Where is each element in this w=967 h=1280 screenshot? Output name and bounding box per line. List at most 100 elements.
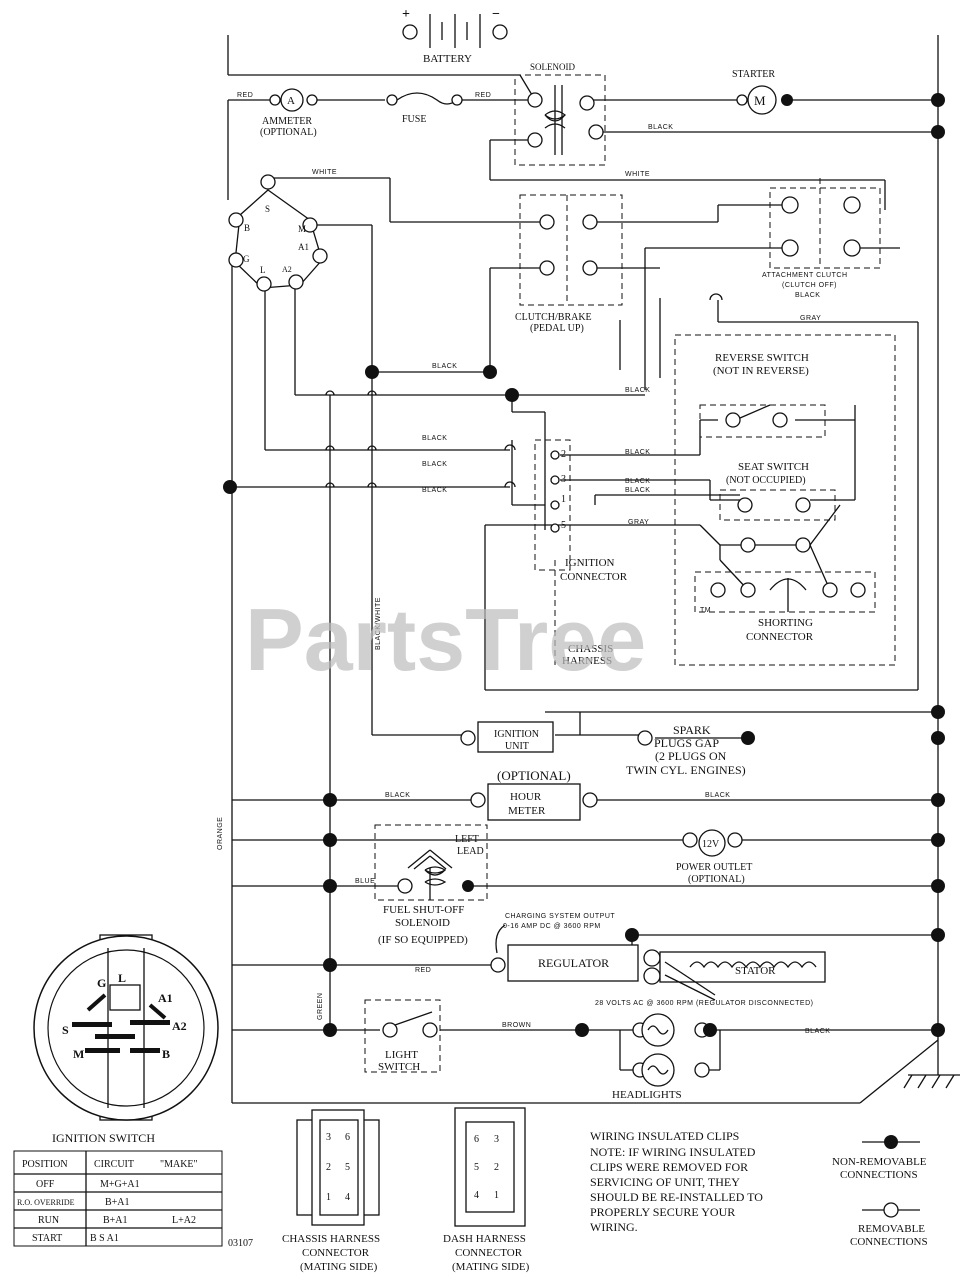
table-r2-pos: RUN bbox=[38, 1215, 59, 1226]
dash-connector-sublabel: CONNECTOR bbox=[455, 1247, 523, 1259]
legend-removable-sub: CONNECTIONS bbox=[850, 1236, 928, 1248]
dash-pin-2: 3 bbox=[494, 1134, 499, 1145]
conn-pin-2: 2 bbox=[561, 449, 566, 460]
shorting-connector: SHORTING CONNECTOR bbox=[694, 571, 876, 643]
dash-connector-label: DASH HARNESS bbox=[443, 1233, 526, 1245]
watermark-tm: TM bbox=[700, 607, 711, 614]
wire-red-3: RED bbox=[415, 967, 431, 974]
fuel-shutoff-sublabel: SOLENOID bbox=[395, 917, 450, 929]
watermark-text: PartsTree bbox=[245, 590, 646, 689]
charging-output-label: CHARGING SYSTEM OUTPUT bbox=[505, 913, 615, 920]
fuse-label: FUSE bbox=[402, 114, 426, 125]
wire-green: GREEN bbox=[317, 993, 324, 1020]
wire-brown: BROWN bbox=[502, 1022, 531, 1029]
wire-black-11: BLACK bbox=[385, 792, 410, 799]
wire-black-2: BLACK bbox=[795, 292, 820, 299]
solenoid: SOLENOID bbox=[514, 62, 606, 166]
ignition-switch-top: S M A1 A2 L G B bbox=[228, 174, 328, 292]
wire-black-10: BLACK bbox=[625, 487, 650, 494]
table-header-position: POSITION bbox=[22, 1159, 68, 1170]
wire-gray-1: GRAY bbox=[800, 315, 821, 322]
table-r0-pos: OFF bbox=[36, 1179, 55, 1190]
fuel-shutoff-note: (IF SO EQUIPPED) bbox=[378, 934, 468, 946]
ign-term-m: M bbox=[298, 224, 306, 234]
conn-pin-5: 5 bbox=[561, 520, 566, 531]
wire-white-1: WHITE bbox=[312, 169, 337, 176]
ign-term-l: L bbox=[260, 265, 266, 275]
legend: NON-REMOVABLE CONNECTIONS REMOVABLE CONN… bbox=[832, 1135, 928, 1248]
wire-orange: ORANGE bbox=[217, 817, 224, 850]
ign-term-a1: A1 bbox=[298, 242, 309, 252]
wire-black-13: BLACK bbox=[805, 1028, 830, 1035]
hour-meter-label: HOUR bbox=[510, 791, 542, 803]
wire-crossovers bbox=[325, 293, 723, 488]
shorting-connector-sublabel: CONNECTOR bbox=[746, 631, 814, 643]
starter-label: STARTER bbox=[732, 69, 775, 80]
wire-color-labels: RED RED BLACK WHITE WHITE BLACK GRAY BLA… bbox=[217, 92, 830, 1035]
light-switch: LIGHT SWITCH bbox=[364, 999, 441, 1073]
hour-meter-optional: (OPTIONAL) bbox=[497, 768, 571, 783]
table-header-circuit: CIRCUIT bbox=[94, 1159, 134, 1170]
dash-pin-4: 2 bbox=[494, 1162, 499, 1173]
ign-term-a2: A2 bbox=[282, 265, 292, 274]
clutch-brake-sublabel: (PEDAL UP) bbox=[530, 323, 584, 334]
legend-non-removable-sub: CONNECTIONS bbox=[840, 1169, 918, 1181]
watermark: PartsTree TM bbox=[245, 590, 711, 689]
ignition-unit: IGNITION UNIT SPARK PLUGS GAP (2 PLUGS O… bbox=[460, 721, 755, 777]
wire-black-12: BLACK bbox=[705, 792, 730, 799]
ign-term-s: S bbox=[265, 204, 270, 214]
clutch-brake-switch: CLUTCH/BRAKE (PEDAL UP) bbox=[515, 194, 623, 334]
light-switch-label: LIGHT bbox=[385, 1049, 418, 1061]
clutch-brake-label: CLUTCH/BRAKE bbox=[515, 312, 592, 323]
wire-red-1: RED bbox=[237, 92, 253, 99]
fuel-lead-sublabel: LEAD bbox=[457, 846, 484, 857]
stator-label: STATOR bbox=[735, 965, 776, 977]
conn-pin-1: 1 bbox=[561, 494, 566, 505]
face-b: B bbox=[162, 1047, 170, 1061]
ignition-connector-label: IGNITION bbox=[565, 557, 615, 569]
wire-red-2: RED bbox=[475, 92, 491, 99]
dash-pin-1: 6 bbox=[474, 1134, 479, 1145]
note-line-1: WIRING INSULATED CLIPS bbox=[590, 1129, 739, 1143]
battery: + − BATTERY bbox=[402, 7, 508, 65]
ign-term-b: B bbox=[244, 223, 250, 233]
wire-white-2: WHITE bbox=[625, 171, 650, 178]
fuel-shutoff-label: FUEL SHUT-OFF bbox=[383, 904, 464, 916]
ignition-switch-face: G L A1 S A2 M B IGNITION SWITCH bbox=[33, 934, 219, 1145]
wiring-note: WIRING INSULATED CLIPS NOTE: IF WIRING I… bbox=[590, 1129, 763, 1234]
wire-black-8: BLACK bbox=[625, 478, 650, 485]
ammeter-label: AMMETER bbox=[262, 116, 312, 127]
reverse-switch-label: REVERSE SWITCH bbox=[715, 352, 809, 364]
hour-meter-sublabel: METER bbox=[508, 805, 546, 817]
table-r2-circ: B+A1 bbox=[103, 1215, 128, 1226]
spark-plugs-note-2: TWIN CYL. ENGINES) bbox=[626, 763, 746, 777]
chassis-harness-connector: 3 6 2 5 1 4 CHASSIS HARNESS CONNECTOR (M… bbox=[282, 1109, 380, 1273]
reverse-switch-sublabel: (NOT IN REVERSE) bbox=[713, 365, 809, 377]
chassis-harness-inner-sublabel: HARNESS bbox=[562, 655, 612, 667]
chassis-pin-4: 5 bbox=[345, 1162, 350, 1173]
spark-plugs-label: SPARK bbox=[673, 723, 711, 737]
wire-black-3: BLACK bbox=[432, 363, 457, 370]
note-line-5: SHOULD BE RE-INSTALLED TO bbox=[590, 1190, 763, 1204]
table-r3-circ: B S A1 bbox=[90, 1233, 119, 1244]
face-a2: A2 bbox=[172, 1019, 187, 1033]
dash-harness-connector: 6 3 5 2 4 1 DASH HARNESS CONNECTOR (MATI… bbox=[443, 1107, 530, 1273]
ignition-connector: 2 3 1 5 IGNITION CONNECTOR CHASSIS HARNE… bbox=[534, 439, 628, 667]
table-r1-circ: B+A1 bbox=[105, 1197, 130, 1208]
shorting-connector-label: SHORTING bbox=[758, 617, 813, 629]
wire-black-5: BLACK bbox=[422, 435, 447, 442]
power-outlet: 12V POWER OUTLET (OPTIONAL) bbox=[676, 829, 752, 885]
attachment-clutch-label: ATTACHMENT CLUTCH bbox=[762, 272, 848, 279]
chassis-pin-1: 3 bbox=[326, 1132, 331, 1143]
face-s: S bbox=[62, 1023, 69, 1037]
fuel-lead-label: LEFT bbox=[455, 834, 479, 845]
face-g: G bbox=[97, 976, 106, 990]
chassis-pin-6: 4 bbox=[345, 1192, 350, 1203]
stator-spec: 28 VOLTS AC @ 3600 RPM (REGULATOR DISCON… bbox=[595, 1000, 814, 1007]
wire-gray-2: GRAY bbox=[628, 519, 649, 526]
face-l: L bbox=[118, 971, 126, 985]
spark-plugs-gap: PLUGS GAP bbox=[654, 736, 719, 750]
ignition-connector-sublabel: CONNECTOR bbox=[560, 571, 628, 583]
dash-pin-5: 4 bbox=[474, 1190, 479, 1201]
